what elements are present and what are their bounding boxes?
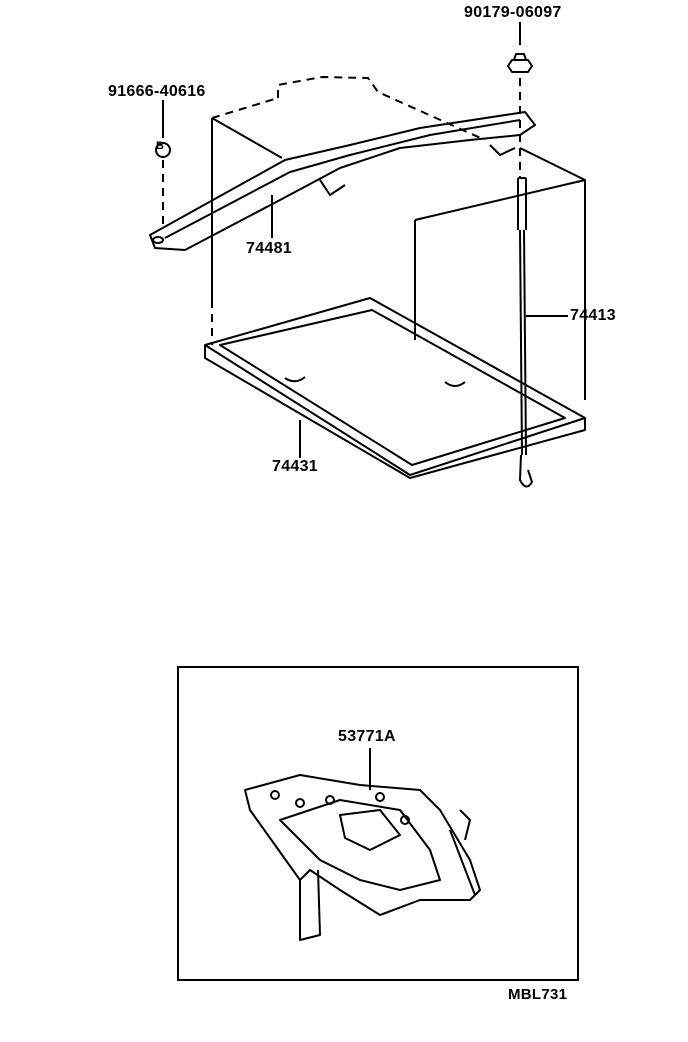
bolt-symbol: B — [156, 140, 165, 152]
battery-tray-drawing — [204, 297, 586, 479]
part-label-bolt: 91666-40616 — [108, 83, 206, 100]
inset-frame — [177, 666, 579, 981]
part-label-carrier: 53771A — [338, 728, 396, 745]
clamp-rod-drawing — [517, 177, 533, 488]
drawing-code: MBL731 — [508, 986, 568, 1003]
part-label-tray: 74431 — [272, 458, 318, 475]
nut-drawing — [507, 53, 533, 73]
part-label-clamp: 74481 — [246, 240, 292, 257]
battery-clamp-drawing — [149, 111, 536, 251]
part-label-rod: 74413 — [570, 307, 616, 324]
leader-lines — [155, 22, 568, 790]
part-label-nut: 90179-06097 — [464, 4, 562, 21]
battery-outline — [211, 75, 586, 400]
battery-carrier-drawing — [244, 774, 481, 941]
